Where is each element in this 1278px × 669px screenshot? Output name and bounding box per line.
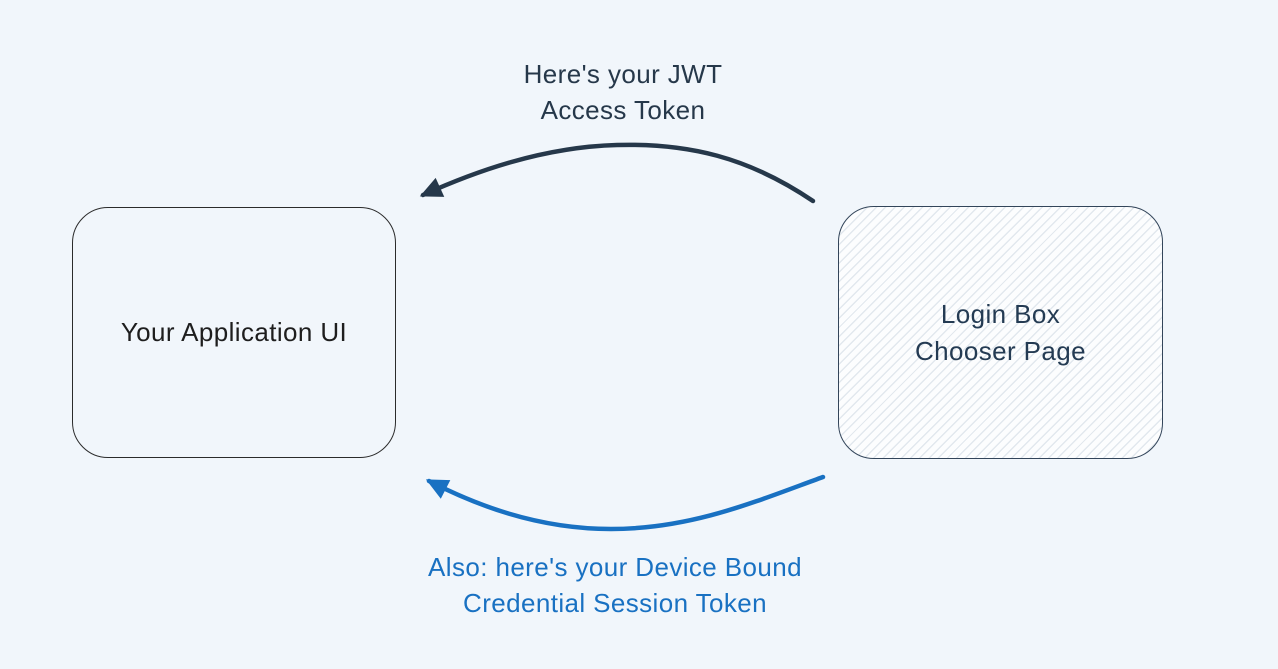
jwt-arrow-label: Here's your JWT Access Token [413, 56, 833, 128]
jwt-arrow-label-line1: Here's your JWT [523, 59, 723, 89]
jwt-arrow-label-line2: Access Token [540, 95, 706, 125]
node-login-box-chooser-page: Login Box Chooser Page [838, 206, 1163, 459]
node-login-box-chooser-label-line2: Chooser Page [914, 335, 1087, 366]
device-bound-arrow [425, 474, 826, 532]
node-your-application-ui-label: Your Application UI [120, 317, 348, 347]
device-bound-arrow-label-line2: Credential Session Token [463, 588, 767, 618]
device-bound-arrow-label: Also: here's your Device Bound Credentia… [405, 549, 825, 621]
node-login-box-chooser-label-line1: Login Box [940, 298, 1061, 329]
device-bound-arrow-label-line1: Also: here's your Device Bound [428, 552, 802, 582]
jwt-arrow [419, 142, 816, 204]
node-your-application-ui: Your Application UI [72, 207, 396, 458]
